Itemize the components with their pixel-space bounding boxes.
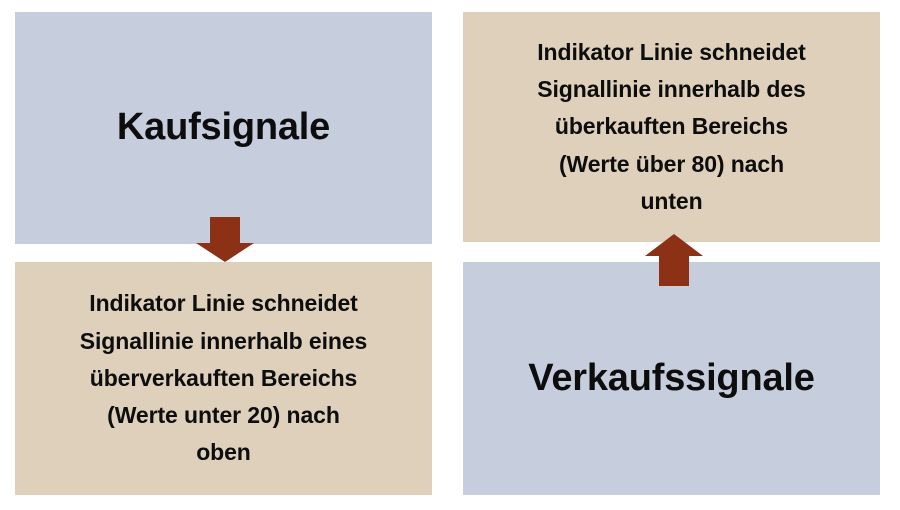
sell-signal-description-text: Indikator Linie schneidet Signallinie in… bbox=[537, 38, 806, 214]
sell-signal-description-panel: Indikator Linie schneidet Signallinie in… bbox=[463, 12, 880, 242]
buy-signal-title-panel: Kaufsignale bbox=[15, 12, 432, 244]
sell-signal-title-text: Verkaufssignale bbox=[528, 356, 815, 399]
sell-signal-title-panel: Verkaufssignale bbox=[463, 262, 880, 495]
arrow-up-icon bbox=[645, 234, 703, 286]
arrow-down-icon bbox=[196, 217, 254, 262]
buy-signal-description-text: Indikator Linie schneidet Signallinie in… bbox=[79, 290, 368, 466]
buy-signal-title-text: Kaufsignale bbox=[116, 106, 331, 149]
buy-signal-description-panel: Indikator Linie schneidet Signallinie in… bbox=[15, 262, 432, 495]
